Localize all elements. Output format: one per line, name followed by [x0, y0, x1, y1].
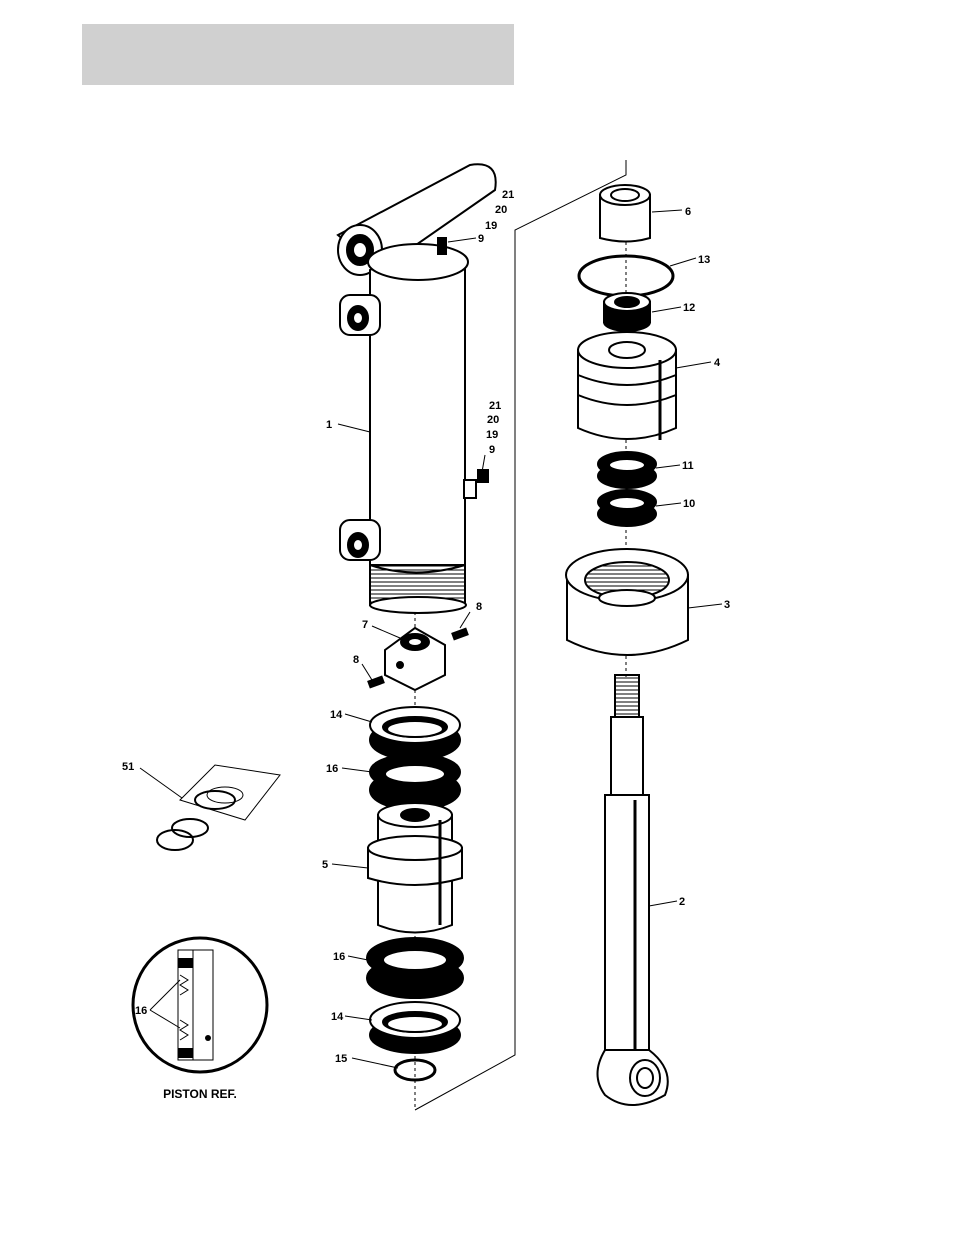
callout-16: 16 — [135, 1005, 147, 1017]
callout-14: 14 — [331, 1011, 344, 1023]
callout-21: 21 — [489, 400, 501, 412]
callout-9: 9 — [478, 233, 484, 245]
callout-6: 6 — [685, 206, 691, 218]
leader-line — [652, 210, 682, 212]
leader-line — [348, 956, 368, 960]
leader-line — [140, 768, 182, 798]
callout-19: 19 — [485, 220, 497, 232]
leader-line — [338, 424, 370, 432]
callout-8: 8 — [353, 654, 359, 666]
seal-ring-14-lower — [370, 1002, 460, 1053]
piston-ref-inset — [133, 938, 267, 1072]
cylinder-barrel — [338, 164, 496, 613]
leader-line — [345, 1016, 372, 1020]
gland — [578, 332, 676, 440]
callout-51: 51 — [122, 761, 134, 773]
seal-kit-packet — [157, 765, 280, 850]
callout-19: 19 — [486, 429, 498, 441]
callout-12: 12 — [683, 302, 695, 314]
callout-13: 13 — [698, 254, 710, 266]
leader-line — [345, 714, 372, 722]
callout-20: 20 — [495, 204, 507, 216]
leader-line — [688, 604, 722, 608]
leader-line — [372, 626, 400, 638]
seal-ring-16-lower — [367, 938, 463, 998]
piston — [368, 803, 462, 933]
seal-12 — [604, 293, 650, 331]
callout-4: 4 — [714, 357, 721, 369]
piston-ref-caption: PISTON REF. — [163, 1087, 237, 1101]
piston-rod — [598, 675, 668, 1105]
callout-21: 21 — [502, 189, 514, 201]
leader-line — [362, 664, 372, 680]
callout-8: 8 — [476, 601, 482, 613]
callout-15: 15 — [335, 1053, 347, 1065]
leader-line — [649, 901, 677, 906]
callout-16: 16 — [326, 763, 338, 775]
callout-2: 2 — [679, 896, 685, 908]
leader-line — [676, 362, 711, 368]
port-block — [385, 628, 445, 690]
set-screw-lower — [367, 676, 385, 689]
leader-line — [352, 1058, 398, 1068]
leader-line — [656, 503, 681, 506]
seal-10 — [598, 490, 656, 526]
bushing — [600, 185, 650, 242]
seal-ring-14-upper — [370, 707, 460, 760]
head-nut — [566, 549, 688, 655]
callout-5: 5 — [322, 859, 328, 871]
set-screw-upper — [451, 628, 469, 641]
leader-line — [342, 768, 372, 772]
callout-16: 16 — [333, 951, 345, 963]
leader-line — [652, 307, 681, 312]
leader-line — [656, 465, 680, 468]
callout-3: 3 — [724, 599, 730, 611]
callout-11: 11 — [682, 460, 694, 472]
callout-10: 10 — [683, 498, 695, 510]
wiper-11 — [598, 452, 656, 488]
callout-9: 9 — [489, 444, 495, 456]
leader-line — [670, 258, 696, 266]
leader-line — [332, 864, 368, 868]
callout-14: 14 — [330, 709, 343, 721]
callout-1: 1 — [326, 419, 332, 431]
leader-line — [448, 238, 476, 242]
seal-ring-16-upper — [370, 754, 460, 810]
callout-7: 7 — [362, 619, 368, 631]
callout-20: 20 — [487, 414, 499, 426]
leader-line — [460, 612, 470, 628]
